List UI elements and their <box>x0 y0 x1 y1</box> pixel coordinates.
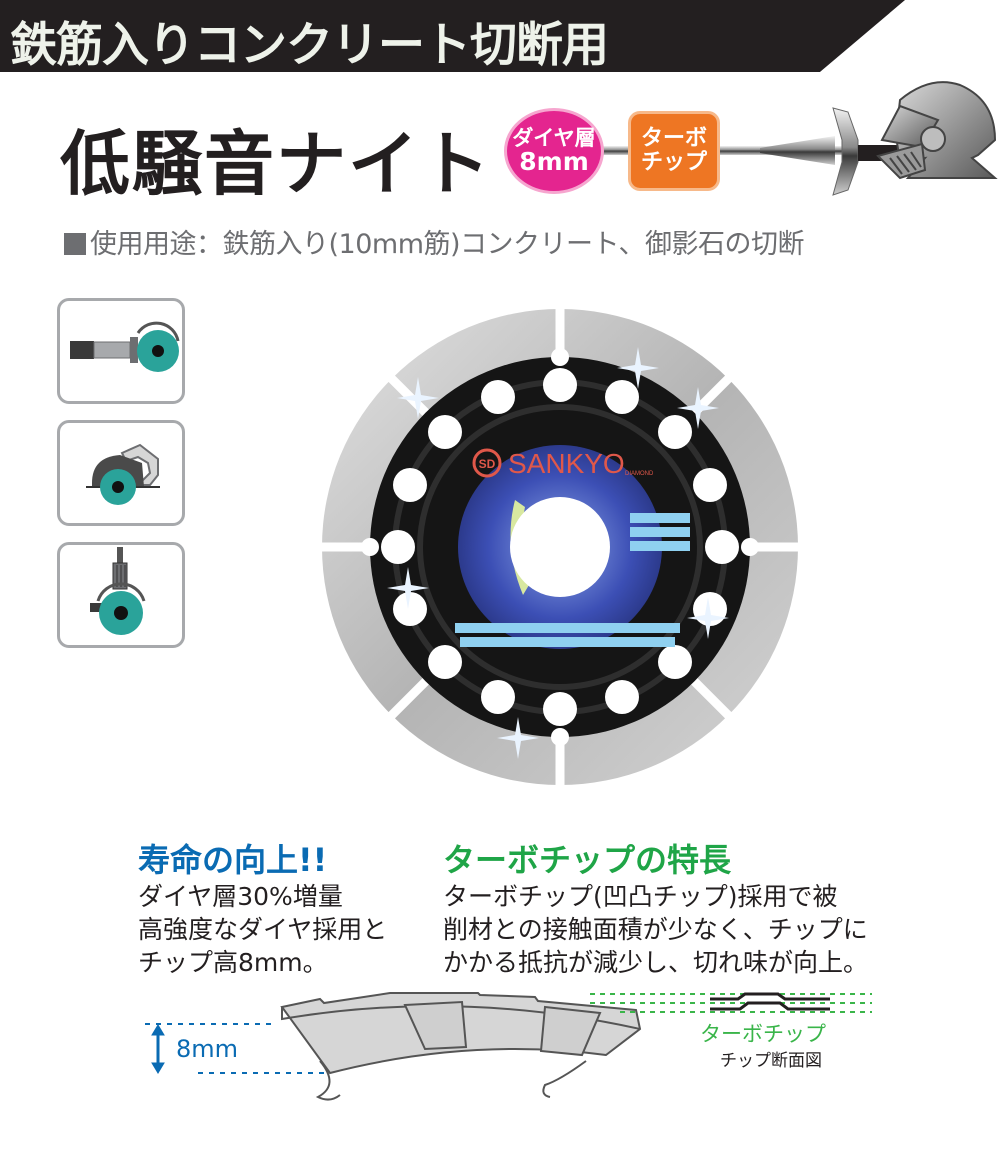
feature-life-line: チップ高8mm。 <box>138 948 328 977</box>
feature-turbo-line: 削材との接触面積が少なく、チップに <box>443 915 868 944</box>
square-bullet-icon <box>64 233 86 255</box>
knight-helmet-icon <box>876 81 998 180</box>
feature-turbo-line: かかる抵抗が減少し、切れ味が向上。 <box>443 948 869 977</box>
feature-turbo-title: ターボチップの特長 <box>443 841 732 879</box>
feature-life-line: ダイヤ層30%増量 <box>138 882 343 911</box>
product-name: 低騒音ナイト <box>60 123 492 205</box>
usage-line: 使用用途：鉄筋入り(10mm筋)コンクリート、御影石の切断 <box>64 222 805 261</box>
tool-circular-saw <box>57 420 185 526</box>
tool-angle-grinder-top <box>57 542 185 648</box>
badge-line: ダイヤ層 <box>512 125 596 150</box>
feature-turbo-line: ターボチップ(凹凸チップ)採用で被 <box>443 882 838 911</box>
blade-logo: SD <box>479 457 496 471</box>
turbo-chip-label: ターボチップ <box>700 1022 826 1046</box>
diamond-blade-image: SD SANKYO DIAMOND <box>315 295 805 799</box>
svg-text:DIAMOND: DIAMOND <box>625 471 654 477</box>
top-banner <box>0 0 905 72</box>
chip-cross-section-icon <box>710 992 830 1011</box>
feature-life-body: ダイヤ層30%増量 高強度なダイヤ採用と チップ高8mm。 <box>138 880 387 979</box>
feature-turbo-body: ターボチップ(凹凸チップ)採用で被 削材との接触面積が少なく、チップに かかる抵… <box>443 880 868 979</box>
badge-line: チップ <box>640 150 707 175</box>
sword-icon <box>600 81 998 196</box>
turbo-chip-badge: ターボ チップ <box>628 111 720 191</box>
banner-title: 鉄筋入りコンクリート切断用 <box>10 18 609 73</box>
feature-life-line: 高強度なダイヤ採用と <box>138 915 388 944</box>
angle-grinder-side-icon <box>70 321 180 372</box>
feature-life-title: 寿命の向上!! <box>138 841 328 879</box>
diamond-layer-badge: ダイヤ層 8mm <box>504 108 604 194</box>
usage-text: 使用用途：鉄筋入り(10mm筋)コンクリート、御影石の切断 <box>90 229 805 260</box>
angle-grinder-top-icon <box>90 547 146 635</box>
segment-diagram <box>145 992 872 1101</box>
badge-line: ターボ <box>640 125 707 151</box>
blade-brand: SANKYO <box>508 448 625 479</box>
height-label: 8mm <box>176 1035 239 1063</box>
circular-saw-icon <box>86 443 160 505</box>
badge-line: 8mm <box>519 146 589 176</box>
tool-angle-grinder-side <box>57 298 185 404</box>
height-arrow-icon <box>151 1024 165 1074</box>
cross-section-label: チップ断面図 <box>720 1051 822 1071</box>
